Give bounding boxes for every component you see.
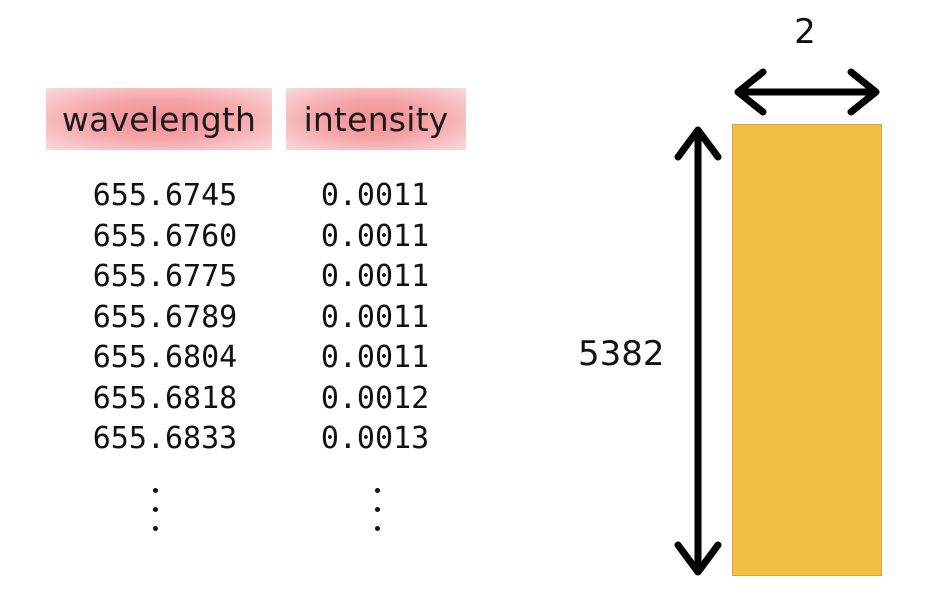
intensity-column: 0.0011 0.0011 0.0011 0.0011 0.0011 0.0012 0.00…	[305, 176, 445, 460]
intensity-column-header: intensity	[286, 88, 466, 150]
intensity-value: 0.0011	[320, 178, 430, 213]
intensity-value: 0.0013	[320, 421, 430, 456]
intensity-value: 0.0011	[320, 218, 430, 254]
wavelength-column-header: wavelength	[46, 88, 272, 150]
wavelength-value: 655.6833	[92, 421, 238, 456]
intensity-header-label: intensity	[303, 99, 449, 139]
wavelength-column: 655.6745 655.6760 655.6775 655.6789 655.6804…	[80, 176, 250, 460]
wavelength-value: 655.6760	[92, 218, 238, 254]
array-shape-rectangle	[732, 124, 882, 576]
wavelength-value: 655.6775	[92, 259, 238, 294]
array-height-label: 5382	[578, 334, 665, 374]
intensity-value: 0.0011	[320, 340, 430, 375]
array-width-label: 2	[794, 12, 816, 52]
wavelength-continuation-dots	[150, 488, 160, 544]
wavelength-value: 655.6789	[92, 299, 238, 335]
wavelength-header-label: wavelength	[61, 99, 257, 139]
intensity-continuation-dots	[372, 488, 382, 544]
intensity-value: 0.0011	[320, 259, 430, 294]
wavelength-value: 655.6804	[92, 340, 238, 375]
wavelength-value: 655.6745	[92, 178, 238, 213]
width-arrow-icon	[734, 68, 880, 116]
intensity-value: 0.0011	[320, 299, 430, 335]
intensity-value: 0.0012	[320, 380, 430, 416]
height-arrow-icon	[674, 126, 722, 576]
wavelength-value: 655.6818	[92, 380, 238, 416]
